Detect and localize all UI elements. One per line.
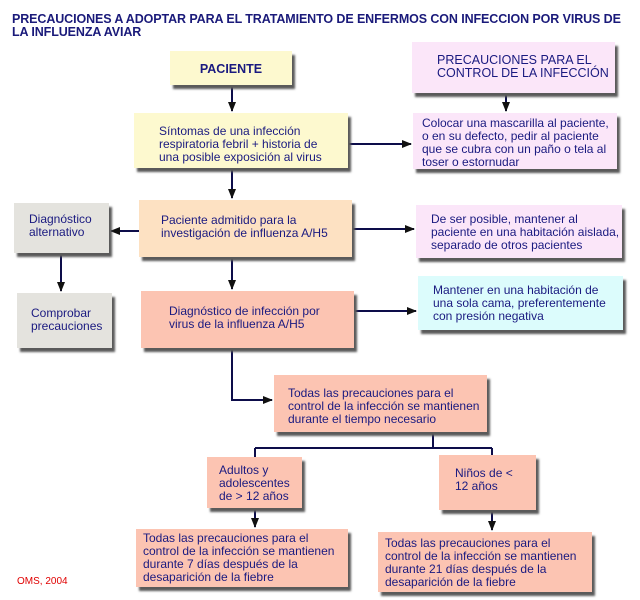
node-admitido-label: Paciente admitido para la investigación … [161,213,328,240]
node-precauciones-header: PRECAUCIONES PARA EL CONTROL DE LA INFEC… [412,42,615,93]
node-mascarilla: Colocar una mascarilla al paciente, o en… [413,113,617,169]
node-diagnostico-label: Diagnóstico de infección por virus de la… [169,304,320,331]
arrow-diagnostico-todas [231,348,273,404]
diagram-title: PRECAUCIONES A ADOPTAR PARA EL TRATAMIEN… [12,12,621,39]
node-aislada-label: De ser posible, mantener al paciente en … [431,212,620,252]
node-todas-21-dias: Todas las precauciones para el control d… [378,532,592,592]
node-diagnostico-alternativo: Diagnóstico alternativo [14,203,109,253]
node-admitido: Paciente admitido para la investigación … [139,200,352,257]
node-todas-7-dias: Todas las precauciones para el control d… [136,529,348,587]
node-sintomas-label: Síntomas de una infección respiratoria f… [159,124,322,164]
node-adultos-label: Adultos y adolescentes de > 12 años [219,463,290,503]
node-diagnostico: Diagnóstico de infección por virus de la… [141,291,354,348]
node-paciente-label: PACIENTE [199,62,263,76]
node-ninos-label: Niños de < 12 años [455,466,513,493]
node-diagnostico-alternativo-label: Diagnóstico alternativo [29,212,92,239]
node-todas-tiempo: Todas las precauciones para el control d… [274,375,487,432]
node-comprobar: Comprobar precauciones [17,293,112,348]
node-presion-negativa-label: Mantener en una habitación de una sola c… [433,283,606,323]
node-ninos: Niños de < 12 años [439,455,536,510]
node-todas-21-dias-label: Todas las precauciones para el control d… [385,536,577,589]
node-precauciones-header-label: PRECAUCIONES PARA EL CONTROL DE LA INFEC… [437,53,609,80]
node-presion-negativa: Mantener en una habitación de una sola c… [418,276,623,330]
node-paciente: PACIENTE [170,51,292,85]
node-mascarilla-label: Colocar una mascarilla al paciente, o en… [422,116,609,169]
source-credit: OMS, 2004 [17,576,68,587]
node-aislada: De ser posible, mantener al paciente en … [416,205,622,258]
node-sintomas: Síntomas de una infección respiratoria f… [134,113,348,168]
node-adultos: Adultos y adolescentes de > 12 años [207,457,302,508]
node-comprobar-label: Comprobar precauciones [31,306,103,333]
node-todas-7-dias-label: Todas las precauciones para el control d… [143,531,335,584]
node-todas-tiempo-label: Todas las precauciones para el control d… [288,386,480,426]
